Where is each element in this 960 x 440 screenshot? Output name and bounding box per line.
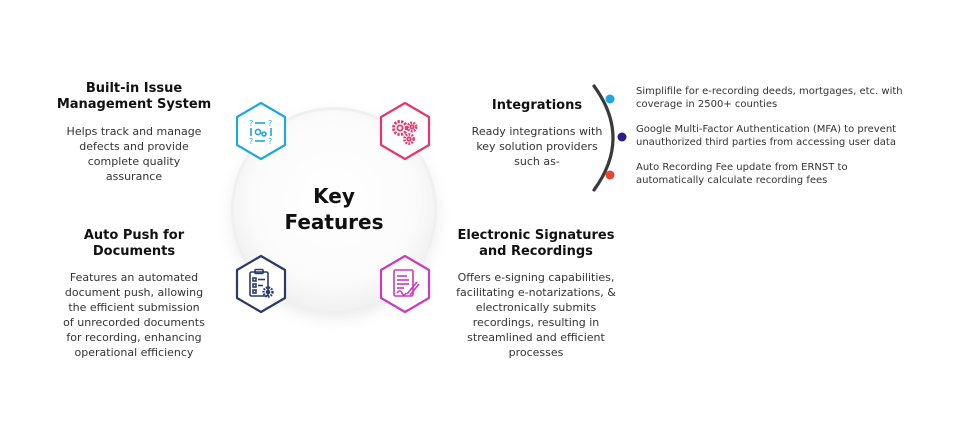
svg-text:?: ? bbox=[249, 137, 253, 146]
push-desc-line: document push, allowing bbox=[64, 286, 204, 299]
clipboard-gear-icon bbox=[230, 253, 292, 315]
auto-push-title: Auto Push for Documents bbox=[44, 228, 224, 260]
integration-item-line: automatically calculate recording fees bbox=[636, 175, 828, 186]
issue-management-desc: Helps track and manage defects and provi… bbox=[44, 124, 224, 184]
issue-title-line2: Management System bbox=[56, 97, 212, 112]
esign-desc-line: facilitating e-notarizations, & bbox=[456, 286, 616, 299]
push-desc-line: for recording, enhancing bbox=[66, 331, 202, 344]
gears-icon bbox=[374, 100, 436, 162]
integration-item-google-mfa: Google Multi-Factor Authentication (MFA)… bbox=[636, 123, 936, 149]
integration-item-line: Auto Recording Fee update from ERNST to bbox=[636, 162, 848, 173]
issue-management-title: Built-in Issue Management System bbox=[44, 81, 224, 113]
integrations-title: Integrations bbox=[452, 98, 622, 114]
integration-dot-ernst bbox=[605, 170, 615, 180]
svg-text:?: ? bbox=[268, 119, 272, 128]
esign-title: Electronic Signatures and Recordings bbox=[442, 228, 630, 260]
settings-checklist-icon: ? ? ? ? bbox=[230, 100, 292, 162]
integration-item-line: coverage in 2500+ counties bbox=[636, 99, 778, 110]
integration-item-line: unauthorized third parties from accessin… bbox=[636, 137, 896, 148]
integration-dot-simplifile bbox=[605, 94, 615, 104]
integration-item-line: Simplifile for e-recording deeds, mortga… bbox=[636, 86, 903, 97]
integration-item-ernst: Auto Recording Fee update from ERNST to … bbox=[636, 161, 936, 187]
center-title-line2: Features bbox=[284, 210, 384, 234]
push-title-line2: Documents bbox=[92, 244, 176, 259]
integration-item-line: Google Multi-Factor Authentication (MFA)… bbox=[636, 124, 897, 135]
issue-title-line1: Built-in Issue bbox=[85, 81, 183, 96]
esign-desc-line: Offers e-signing capabilities, bbox=[457, 271, 615, 284]
push-desc-line: operational efficiency bbox=[74, 346, 194, 359]
integrations-desc: Ready integrations with key solution pro… bbox=[452, 124, 622, 169]
issue-desc-line: defects and provide bbox=[79, 140, 189, 153]
push-desc-line: Features an automated bbox=[69, 271, 199, 284]
center-title-line1: Key bbox=[313, 184, 355, 208]
document-pen-icon bbox=[374, 253, 436, 315]
integrations-desc-line: Ready integrations with bbox=[471, 125, 603, 138]
integrations-title-line1: Integrations bbox=[491, 98, 583, 113]
issue-desc-line: complete quality bbox=[87, 155, 181, 168]
center-title: Key Features bbox=[234, 183, 434, 235]
svg-text:?: ? bbox=[249, 119, 253, 128]
push-desc-line: the efficient submission bbox=[68, 301, 200, 314]
issue-desc-line: assurance bbox=[105, 170, 163, 183]
integration-dot-google-mfa bbox=[617, 132, 627, 142]
integrations-desc-line: such as- bbox=[514, 155, 560, 168]
integrations-bracket bbox=[586, 82, 636, 194]
esign-desc-line: streamlined and efficient bbox=[467, 331, 605, 344]
integrations-desc-line: key solution providers bbox=[476, 140, 598, 153]
esign-title-line1: Electronic Signatures bbox=[457, 228, 615, 243]
esign-desc-line: electronically submits bbox=[475, 301, 597, 314]
esign-desc-line: recordings, resulting in bbox=[472, 316, 600, 329]
esign-desc: Offers e-signing capabilities, facilitat… bbox=[437, 270, 635, 360]
svg-text:?: ? bbox=[268, 137, 272, 146]
esign-title-line2: and Recordings bbox=[479, 244, 593, 259]
issue-desc-line: Helps track and manage bbox=[66, 125, 202, 138]
esign-desc-line: processes bbox=[508, 346, 564, 359]
auto-push-desc: Features an automated document push, all… bbox=[39, 270, 229, 360]
push-title-line1: Auto Push for bbox=[83, 228, 185, 243]
integration-item-simplifile: Simplifile for e-recording deeds, mortga… bbox=[636, 85, 936, 111]
push-desc-line: of unrecorded documents bbox=[63, 316, 205, 329]
